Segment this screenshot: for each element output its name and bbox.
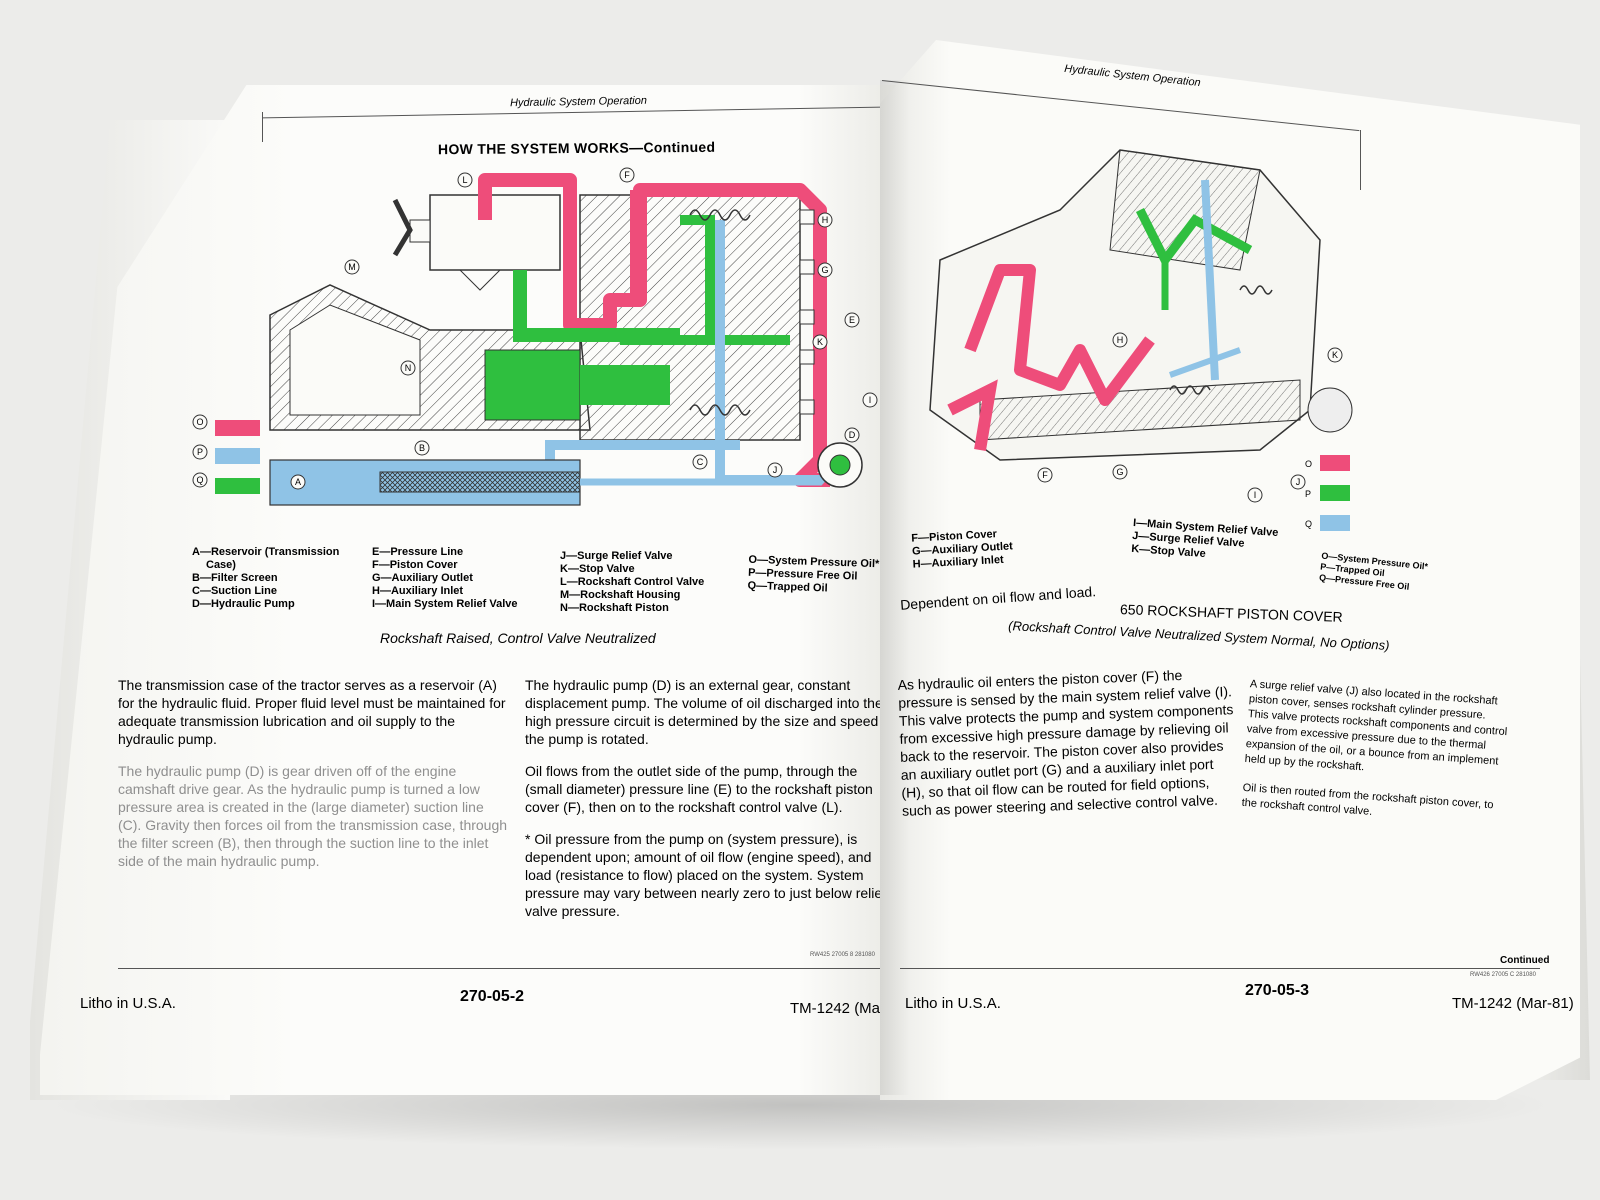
label-H: H (822, 215, 829, 225)
legend-item: E—Pressure Line (372, 546, 464, 558)
r-swatch-label-Q: Q (1305, 519, 1312, 529)
legend-item: N—Rockshaft Piston (560, 602, 669, 614)
paragraph: Oil flows from the outlet side of the pu… (525, 763, 873, 815)
label-F: F (624, 170, 630, 180)
paragraph: The hydraulic pump (D) is an external ge… (525, 677, 883, 747)
right-bottom-rule (900, 968, 1540, 969)
left-hydraulic-diagram: L F M G H E K N O P Q B A C J D I (192, 167, 878, 506)
r-swatch-label-O: O (1305, 459, 1312, 469)
right-page-number: 270-05-3 (1245, 982, 1310, 999)
paragraph: The hydraulic pump (D) is gear driven of… (118, 763, 508, 869)
rockshaft-control-valve (429, 194, 561, 271)
swatch-P-right (1320, 485, 1350, 501)
legend-item: F—Piston Cover (372, 559, 458, 571)
label-L: L (462, 175, 467, 185)
left-legend-col-2: E—Pressure Line F—Piston Cover G—Auxilia… (372, 546, 518, 611)
right-text-column-1: As hydraulic oil enters the piston cover… (897, 664, 1237, 834)
legend-item: B—Filter Screen (192, 572, 278, 584)
left-page-number: 270-05-2 (460, 988, 525, 1005)
label-E: E (849, 315, 855, 325)
left-bottom-rule (118, 968, 880, 969)
legend-item: D—Hydraulic Pump (192, 598, 295, 610)
r-swatch-label-P: P (1305, 489, 1311, 499)
legend-item: Case) (206, 559, 236, 571)
label-O: O (196, 417, 203, 427)
right-text-column-2: A surge relief valve (J) also located in… (1240, 677, 1510, 843)
right-figure-code: RW426 27005 C 281080 (1470, 972, 1536, 978)
left-figure-code: RW425 27005 8 281080 (810, 952, 875, 958)
label-I: I (869, 395, 872, 405)
label-A: A (295, 477, 301, 487)
rockshaft-piston (484, 349, 581, 421)
r-label-G: G (1116, 467, 1123, 477)
stop-valve-knob (1307, 387, 1353, 433)
pressure-free-passage (1201, 179, 1219, 381)
r-label-K: K (1332, 350, 1338, 360)
r-label-H: H (1117, 335, 1124, 345)
right-footer-tm: TM-1242 (Mar-81) (1452, 995, 1574, 1012)
right-continued: Continued (1500, 955, 1550, 966)
legend-item: J—Surge Relief Valve (560, 550, 673, 562)
swatch-Q (215, 478, 260, 494)
legend-item: L—Rockshaft Control Valve (560, 576, 705, 588)
paragraph: A surge relief valve (J) also located in… (1244, 678, 1508, 774)
label-Q: Q (196, 475, 203, 485)
left-page-header: Hydraulic System Operation (509, 94, 648, 110)
right-piston-cover-diagram: H K F G J I O P Q (929, 149, 1353, 531)
label-J: J (773, 465, 778, 475)
legend-item: M—Rockshaft Housing (560, 589, 681, 601)
legend-item: K—Stop Valve (560, 563, 635, 575)
label-C: C (697, 457, 704, 467)
left-legend-col-1: A—Reservoir (Transmission Case) B—Filter… (192, 546, 339, 611)
right-legend-col-1: F—Piston Cover G—Auxiliary Outlet H—Auxi… (911, 527, 1014, 571)
left-page-title: HOW THE SYSTEM WORKS—Continued (437, 138, 716, 158)
r-label-J: J (1296, 477, 1301, 487)
label-P: P (197, 447, 203, 457)
paragraph: Oil is then routed from the rockshaft pi… (1241, 781, 1494, 818)
right-header-tick (1360, 130, 1361, 190)
legend-item: I—Main System Relief Valve (372, 598, 518, 610)
right-footer-litho: Litho in U.S.A. (905, 995, 1001, 1012)
left-legend-col-4: O—System Pressure Oil* P—Pressure Free O… (747, 554, 879, 598)
swatch-P (215, 448, 260, 464)
filter-screen (379, 471, 581, 493)
left-figure-caption: Rockshaft Raised, Control Valve Neutrali… (380, 630, 656, 646)
swatch-O (215, 420, 260, 436)
r-label-F: F (1042, 470, 1048, 480)
book-gutter (880, 80, 910, 1095)
label-N: N (405, 363, 412, 373)
left-header-tick (262, 112, 263, 142)
label-B: B (419, 443, 425, 453)
pressure-oil-passage (964, 264, 1155, 406)
trapped-oil-passage (1135, 207, 1253, 269)
legend-item: G—Auxiliary Outlet (372, 572, 473, 584)
legend-item: C—Suction Line (192, 585, 277, 597)
legend-item: A—Reservoir (Transmission (192, 546, 340, 558)
label-G: G (821, 265, 828, 275)
paragraph: As hydraulic oil enters the piston cover… (897, 666, 1234, 819)
label-M: M (348, 262, 356, 272)
label-K: K (817, 337, 823, 347)
housing-cavity (289, 304, 421, 416)
swatch-Q-right (1320, 515, 1350, 531)
left-legend-col-3: J—Surge Relief Valve K—Stop Valve L—Rock… (560, 550, 704, 615)
paragraph: * Oil pressure from the pump on (system … (525, 831, 887, 919)
left-footer-litho: Litho in U.S.A. (80, 995, 176, 1012)
left-text-column-2: The hydraulic pump (D) is an external ge… (525, 676, 890, 934)
paragraph: The transmission case of the tractor ser… (118, 677, 506, 747)
left-text-column-1: The transmission case of the tractor ser… (118, 676, 510, 884)
legend-item: H—Auxiliary Inlet (372, 585, 464, 597)
label-D: D (849, 430, 856, 440)
r-label-I: I (1254, 490, 1257, 500)
swatch-O-right (1320, 455, 1350, 471)
